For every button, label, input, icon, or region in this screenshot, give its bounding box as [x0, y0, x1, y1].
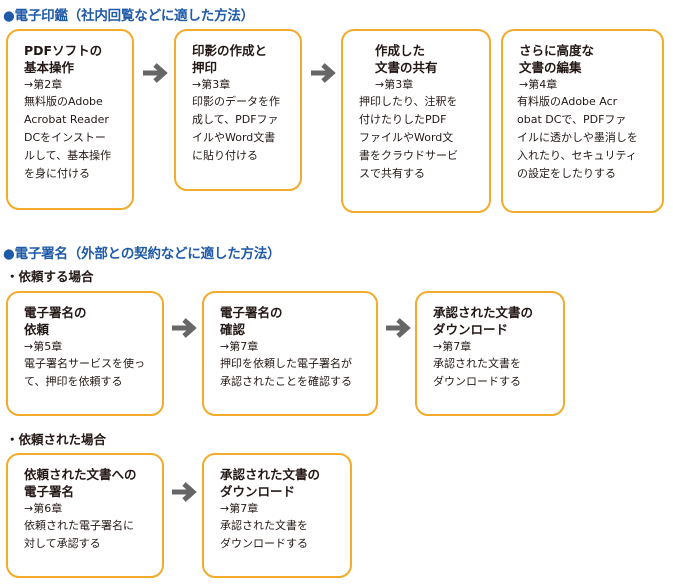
step-title: 承認された文書の ダウンロード [433, 305, 534, 337]
step-box-advanced-editing: さらに高度な 文書の編集 →第4章 有料版のAdobe Acr obat DCで… [501, 29, 664, 213]
arrow-right-icon [311, 63, 336, 83]
chapter-ref: →第3章 [192, 78, 231, 91]
step-box-sign-requested-document: 依頼された文書への 電子署名 →第6章 依頼された電子署名に 対して承認する [6, 453, 164, 578]
subsection-title-requested: ・依頼された場合 [6, 432, 107, 447]
step-description: 印影のデータを作 成して、PDFファ イルやWord文書 に貼り付ける [192, 95, 280, 162]
step-title: 承認された文書の ダウンロード [220, 467, 321, 499]
step-box-pdf-basics: PDFソフトの 基本操作 →第2章 無料版のAdobe Acrobat Read… [6, 29, 134, 210]
arrow-right-icon [172, 482, 197, 502]
section-title-electronic-seal: ●電子印鑑（社内回覧などに適した方法） [3, 8, 254, 24]
step-box-approved-download: 承認された文書の ダウンロード →第7章 承認された文書を ダウンロードする [415, 291, 565, 416]
step-title: さらに高度な 文書の編集 [519, 43, 595, 75]
step-description: 有料版のAdobe Acr obat DCで、PDFファ イルに透かしや墨消しを… [517, 95, 638, 180]
step-box-document-sharing: 作成した 文書の共有 →第3章 押印したり、注釈を 付けたりしたPDF ファイル… [341, 29, 491, 213]
section-title-electronic-signature: ●電子署名（外部との契約などに適した方法） [3, 246, 281, 262]
chapter-ref: →第5章 [24, 340, 63, 353]
subsection-title-requesting: ・依頼する場合 [6, 269, 94, 284]
step-title: 依頼された文書への 電子署名 [24, 467, 137, 499]
step-description: 無料版のAdobe Acrobat Reader DCをインストー ルして、基本… [24, 95, 112, 180]
step-title: 電子署名の 依頼 [24, 305, 87, 337]
chapter-ref: →第3章 [375, 78, 414, 91]
chapter-ref: →第7章 [220, 502, 259, 515]
arrow-right-icon [143, 63, 168, 83]
step-title: 印影の作成と 押印 [192, 43, 268, 75]
step-description: 電子署名サービスを使っ て、押印を依頼する [24, 357, 145, 388]
chapter-ref: →第2章 [24, 78, 63, 91]
chapter-ref: →第6章 [24, 502, 63, 515]
step-box-approved-download-2: 承認された文書の ダウンロード →第7章 承認された文書を ダウンロードする [202, 453, 352, 578]
step-box-signature-confirmation: 電子署名の 確認 →第7章 押印を依頼した電子署名が 承認されたことを確認する [202, 291, 378, 416]
chapter-ref: →第4章 [519, 78, 558, 91]
chapter-ref: →第7章 [220, 340, 259, 353]
step-title: PDFソフトの 基本操作 [24, 43, 103, 75]
step-description: 依頼された電子署名に 対して承認する [24, 519, 134, 550]
step-description: 承認された文書を ダウンロードする [220, 519, 308, 550]
step-description: 押印を依頼した電子署名が 承認されたことを確認する [220, 357, 352, 388]
step-description: 承認された文書を ダウンロードする [433, 357, 521, 388]
step-box-seal-creation: 印影の作成と 押印 →第3章 印影のデータを作 成して、PDFファ イルやWor… [174, 29, 302, 191]
step-title: 電子署名の 確認 [220, 305, 283, 337]
step-box-signature-request: 電子署名の 依頼 →第5章 電子署名サービスを使っ て、押印を依頼する [6, 291, 164, 416]
arrow-right-icon [172, 318, 197, 338]
chapter-ref: →第7章 [433, 340, 472, 353]
step-title: 作成した 文書の共有 [375, 43, 438, 75]
step-description: 押印したり、注釈を 付けたりしたPDF ファイルやWord文 書をクラウドサービ… [359, 95, 458, 180]
arrow-right-icon [386, 318, 411, 338]
